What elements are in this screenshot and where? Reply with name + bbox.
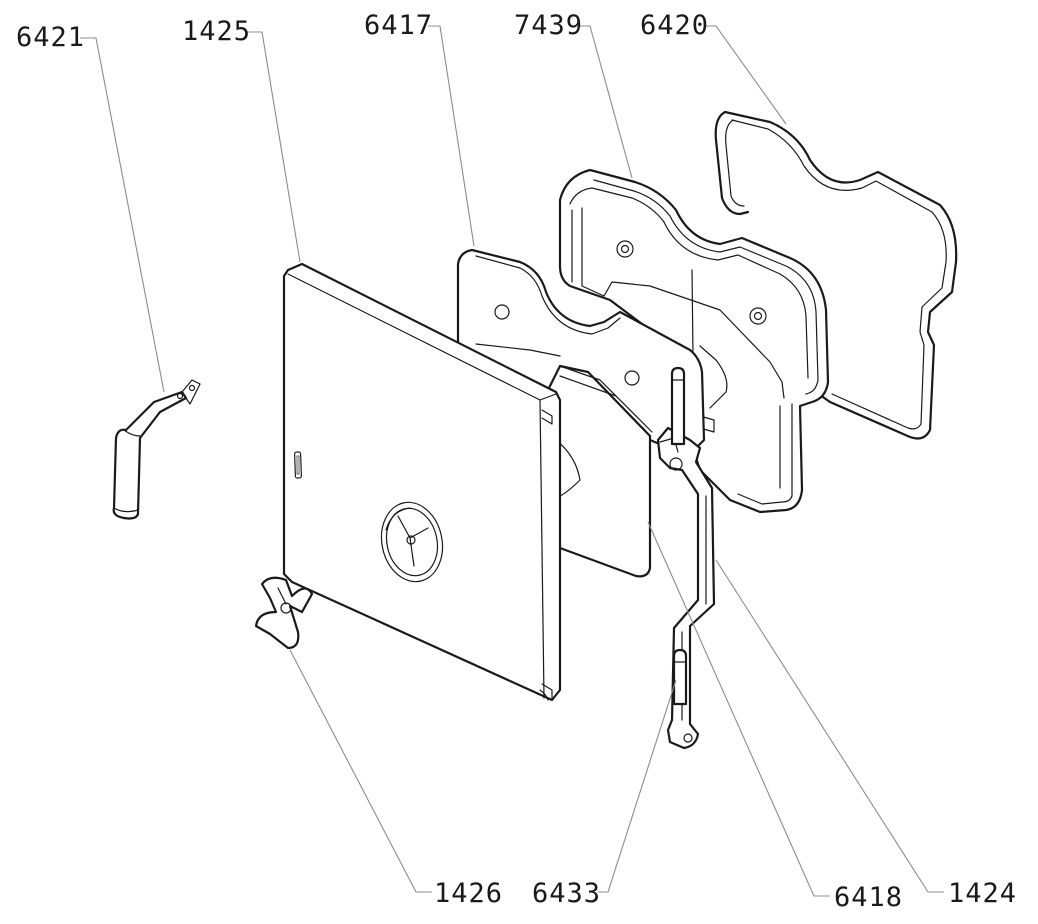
label-6433: 6433 <box>532 878 601 909</box>
leader-1426 <box>289 649 432 893</box>
leader-6433 <box>598 679 677 893</box>
label-6417: 6417 <box>364 10 433 41</box>
leader-6418 <box>647 521 830 897</box>
reference-numerals: 6421 1425 6417 7439 6420 1426 6433 6418 … <box>16 10 1017 913</box>
leader-lines <box>80 25 944 897</box>
part-6417-plate <box>456 248 706 458</box>
label-1425: 1425 <box>182 16 251 47</box>
leader-1424 <box>715 559 944 893</box>
part-1426-impeller <box>254 576 314 650</box>
label-6418: 6418 <box>834 882 903 913</box>
leader-6420 <box>704 25 787 125</box>
label-6420: 6420 <box>640 10 709 41</box>
label-7439: 7439 <box>514 10 583 41</box>
part-1425-cover <box>282 262 562 702</box>
part-6418-gasket-block <box>546 364 653 578</box>
part-6420-gasket <box>714 110 958 440</box>
label-1426: 1426 <box>434 878 503 909</box>
leader-6421 <box>80 37 165 393</box>
label-6421: 6421 <box>16 22 85 53</box>
leader-7439 <box>578 25 633 179</box>
label-1424: 1424 <box>948 878 1017 909</box>
leader-6417 <box>428 25 475 247</box>
part-6433-pin <box>670 366 688 706</box>
part-6421-pin <box>112 379 201 520</box>
leader-1425 <box>246 31 301 263</box>
